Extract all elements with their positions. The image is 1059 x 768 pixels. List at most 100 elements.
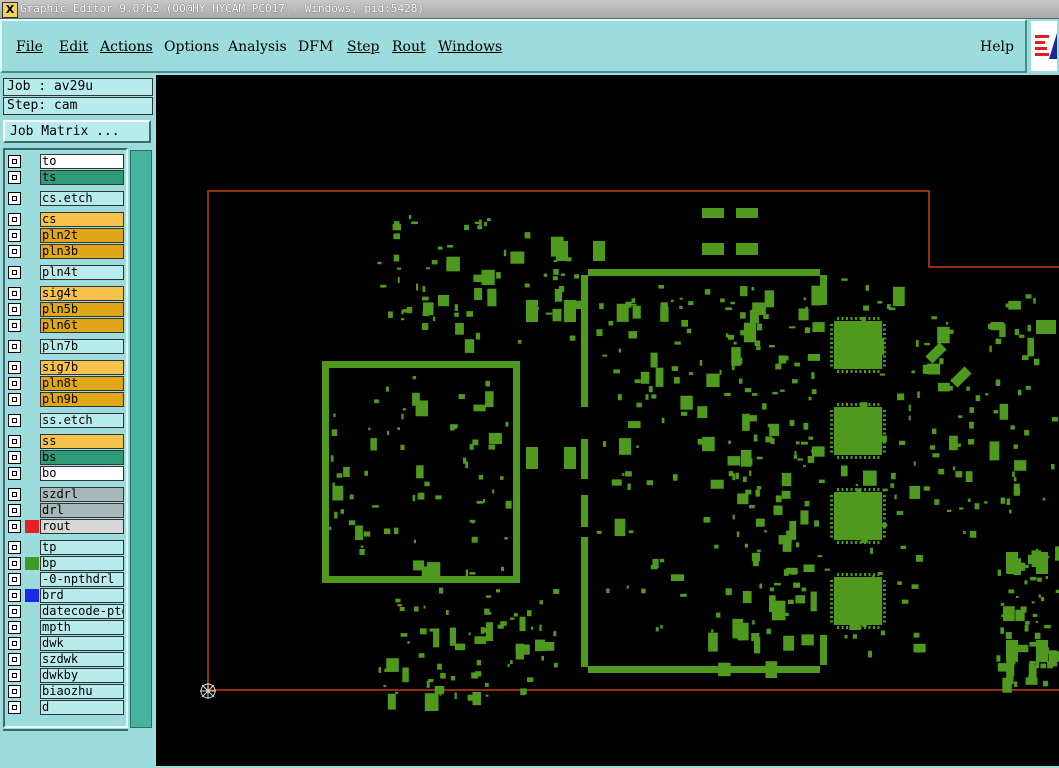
layer-name[interactable]: ss (40, 434, 124, 449)
layer-row[interactable]: pln7b (6, 339, 124, 354)
layer-row[interactable]: bs (6, 450, 124, 465)
layer-checkbox[interactable] (8, 414, 21, 427)
layer-row[interactable]: pln9b (6, 392, 124, 407)
layer-name[interactable]: mpth (40, 620, 124, 635)
layer-row[interactable]: dwk (6, 636, 124, 651)
layer-row[interactable]: -0-npthdrl (6, 572, 124, 587)
layer-name[interactable]: pln7b (40, 339, 124, 354)
layer-checkbox[interactable] (8, 589, 21, 602)
layer-name[interactable]: drl (40, 503, 124, 518)
menu-help[interactable]: Help (980, 39, 1014, 55)
layer-name[interactable]: bs (40, 450, 124, 465)
layer-name[interactable]: ss.etch (40, 413, 124, 428)
layer-name[interactable]: tp (40, 540, 124, 555)
layer-checkbox[interactable] (8, 557, 21, 570)
layer-checkbox[interactable] (8, 637, 21, 650)
menu-analysis[interactable]: Analysis (228, 39, 287, 55)
layer-row[interactable]: cs (6, 212, 124, 227)
menu-actions[interactable]: Actions (100, 39, 153, 55)
layer-checkbox[interactable] (8, 520, 21, 533)
layer-name[interactable]: brd (40, 588, 124, 603)
layer-checkbox[interactable] (8, 340, 21, 353)
pcb-board-view[interactable] (156, 75, 1059, 766)
menu-windows[interactable]: Windows (438, 39, 503, 55)
layer-checkbox[interactable] (8, 685, 21, 698)
layer-checkbox[interactable] (8, 377, 21, 390)
layer-checkbox[interactable] (8, 171, 21, 184)
layer-row[interactable]: pln3b (6, 244, 124, 259)
layer-name[interactable]: dwkby (40, 668, 124, 683)
layer-row[interactable]: datecode-pto (6, 604, 124, 619)
layer-name[interactable]: bp (40, 556, 124, 571)
graphic-canvas[interactable] (156, 75, 1059, 766)
menu-options[interactable]: Options (164, 39, 220, 55)
layer-row[interactable]: dwkby (6, 668, 124, 683)
layer-name[interactable]: -0-npthdrl (40, 572, 124, 587)
layer-row[interactable]: cs.etch (6, 191, 124, 206)
layer-name[interactable]: cs (40, 212, 124, 227)
layer-row[interactable]: ss.etch (6, 413, 124, 428)
layer-name[interactable]: pln3b (40, 244, 124, 259)
layer-checkbox[interactable] (8, 541, 21, 554)
layer-name[interactable]: to (40, 154, 124, 169)
layer-row[interactable]: mpth (6, 620, 124, 635)
layer-name[interactable]: pln8t (40, 376, 124, 391)
layer-checkbox[interactable] (8, 451, 21, 464)
layer-row[interactable]: sig7b (6, 360, 124, 375)
layer-row[interactable]: ss (6, 434, 124, 449)
layer-checkbox[interactable] (8, 393, 21, 406)
layer-row[interactable]: drl (6, 503, 124, 518)
layer-name[interactable]: szdrl (40, 487, 124, 502)
layer-name[interactable]: pln6t (40, 318, 124, 333)
layer-checkbox[interactable] (8, 229, 21, 242)
layer-name[interactable]: biaozhu (40, 684, 124, 699)
layer-row[interactable]: tp (6, 540, 124, 555)
layer-row[interactable]: biaozhu (6, 684, 124, 699)
layer-checkbox[interactable] (8, 653, 21, 666)
layer-name[interactable]: pln5b (40, 302, 124, 317)
layer-row[interactable]: pln6t (6, 318, 124, 333)
layer-list-scrollbar[interactable] (130, 150, 152, 728)
layer-row[interactable]: rout (6, 519, 124, 534)
layer-checkbox[interactable] (8, 266, 21, 279)
layer-row[interactable]: brd (6, 588, 124, 603)
layer-checkbox[interactable] (8, 192, 21, 205)
layer-name[interactable]: pln4t (40, 265, 124, 280)
menu-rout[interactable]: Rout (392, 39, 426, 55)
layer-row[interactable]: to (6, 154, 124, 169)
layer-row[interactable]: bo (6, 466, 124, 481)
layer-checkbox[interactable] (8, 573, 21, 586)
layer-name[interactable]: cs.etch (40, 191, 124, 206)
layer-row[interactable]: szdwk (6, 652, 124, 667)
layer-checkbox[interactable] (8, 504, 21, 517)
layer-checkbox[interactable] (8, 701, 21, 714)
layer-name[interactable]: ts (40, 170, 124, 185)
layer-checkbox[interactable] (8, 287, 21, 300)
layer-checkbox[interactable] (8, 435, 21, 448)
layer-row[interactable]: pln8t (6, 376, 124, 391)
layer-checkbox[interactable] (8, 319, 21, 332)
layer-name[interactable]: d (40, 700, 124, 715)
x-window-icon[interactable]: X (2, 2, 18, 18)
layer-row[interactable]: d (6, 700, 124, 715)
layer-row[interactable]: sig4t (6, 286, 124, 301)
layer-row[interactable]: szdrl (6, 487, 124, 502)
layer-row[interactable]: pln4t (6, 265, 124, 280)
layer-name[interactable]: dwk (40, 636, 124, 651)
layer-name[interactable]: pln2t (40, 228, 124, 243)
layer-checkbox[interactable] (8, 467, 21, 480)
menu-step[interactable]: Step (347, 39, 380, 55)
menu-edit[interactable]: Edit (59, 39, 89, 55)
menu-dfm[interactable]: DFM (298, 39, 334, 55)
layer-name[interactable]: rout (40, 519, 124, 534)
layer-name[interactable]: datecode-pto (40, 604, 124, 619)
layer-checkbox[interactable] (8, 621, 21, 634)
menu-file[interactable]: File (16, 39, 43, 55)
layer-checkbox[interactable] (8, 303, 21, 316)
layer-row[interactable]: pln5b (6, 302, 124, 317)
layer-checkbox[interactable] (8, 605, 21, 618)
layer-name[interactable]: bo (40, 466, 124, 481)
layer-checkbox[interactable] (8, 213, 21, 226)
layer-name[interactable]: szdwk (40, 652, 124, 667)
layer-checkbox[interactable] (8, 669, 21, 682)
